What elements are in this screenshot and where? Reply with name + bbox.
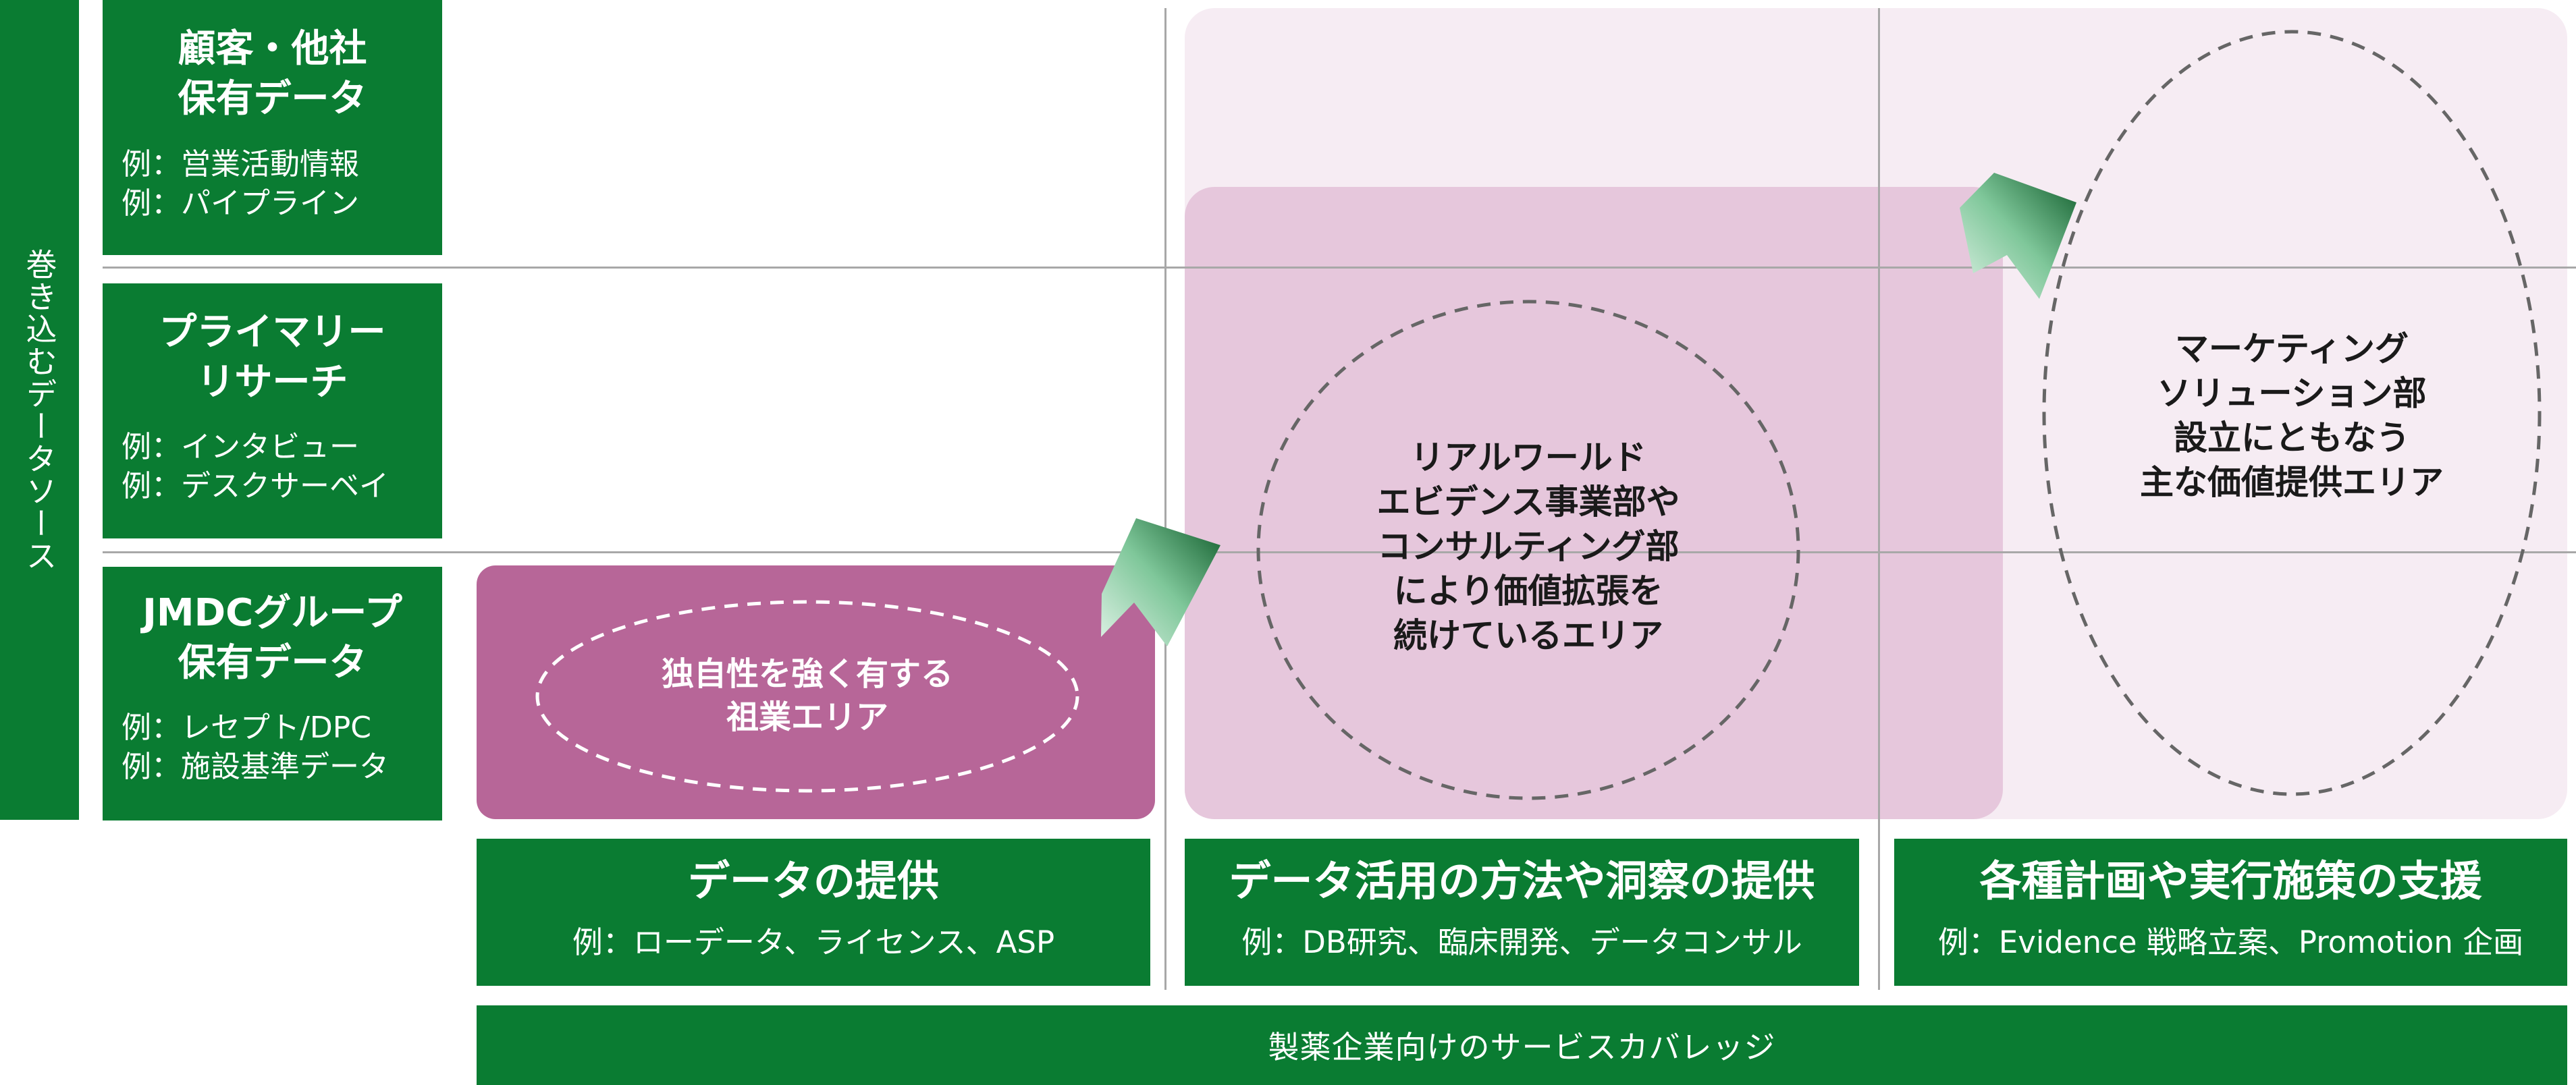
arrow-rwe-to-marketing-icon — [1960, 173, 2076, 299]
marketing-dashed-ellipse — [2042, 30, 2542, 796]
source-example: 例：施設基準データ — [122, 750, 389, 784]
source-examples: 例：レセプト/DPC 例：施設基準データ — [122, 708, 389, 787]
origin-area-line: 祖業エリア — [726, 698, 888, 736]
source-title-line: 保有データ — [178, 641, 367, 685]
marketing-area-line: ソリューション部 — [2157, 374, 2427, 413]
source-example: 例：デスクサーベイ — [122, 469, 389, 503]
grid-line-row-1 — [103, 267, 2576, 269]
origin-area-line: 独自性を強く有する — [661, 655, 953, 693]
source-examples: 例：インタビュー 例：デスクサーベイ — [122, 428, 389, 506]
source-example: 例：パイプライン — [122, 186, 359, 221]
service-coverage-label: 製薬企業向けのサービスカバレッジ — [1268, 1029, 1776, 1065]
marketing-area-line: マーケティング — [2175, 329, 2409, 368]
rwe-area-line: コンサルティング部 — [1377, 527, 1680, 566]
origin-dashed-ellipse — [535, 600, 1079, 793]
source-title-line: JMDCグループ — [142, 591, 402, 635]
origin-area-text: 独自性を強く有する 祖業エリア — [537, 652, 1077, 739]
service-card-data-provision: データの提供 例：ローデータ、ライセンス、ASP — [477, 839, 1150, 986]
data-source-vertical-label: 巻き込むデータソース — [21, 248, 58, 572]
rwe-area-line: により価値拡張を — [1393, 572, 1663, 611]
service-example: 例：DB研究、臨床開発、データコンサル — [1241, 924, 1802, 960]
source-example: 例：レセプト/DPC — [122, 711, 371, 745]
rwe-area-line: リアルワールド — [1410, 438, 1646, 477]
marketing-area-text: マーケティング ソリューション部 設立にともなう 主な価値提供エリア — [2062, 327, 2521, 505]
source-title: プライマリー リサーチ — [103, 308, 442, 408]
rwe-area-text: リアルワールド エビデンス事業部や コンサルティング部 により価値拡張を 続けて… — [1258, 435, 1798, 658]
marketing-area-line: 設立にともなう — [2174, 418, 2410, 457]
rwe-area-line: エビデンス事業部や — [1376, 482, 1680, 522]
rwe-area-line: 続けているエリア — [1393, 616, 1663, 655]
arrow-origin-to-rwe-icon — [1101, 518, 1220, 646]
marketing-area-line: 主な価値提供エリア — [2140, 463, 2444, 502]
source-title-line: リサーチ — [196, 360, 348, 404]
service-card-insight-provision: データ活用の方法や洞察の提供 例：DB研究、臨床開発、データコンサル — [1185, 839, 1859, 986]
grid-line-col-2 — [1878, 8, 1880, 990]
grid-line-col-1 — [1164, 8, 1166, 990]
service-title: データの提供 — [687, 856, 939, 906]
source-examples: 例：営業活動情報 例：パイプライン — [122, 145, 359, 223]
grid-line-row-2 — [103, 551, 2576, 553]
source-title-line: 顧客・他社 — [178, 27, 367, 71]
source-card-jmdc-data: JMDCグループ 保有データ 例：レセプト/DPC 例：施設基準データ — [103, 567, 442, 820]
source-example: 例：営業活動情報 — [122, 147, 359, 182]
data-source-vertical-bar: 巻き込むデータソース — [0, 0, 79, 820]
service-example: 例：ローデータ、ライセンス、ASP — [572, 924, 1055, 960]
source-title: JMDCグループ 保有データ — [103, 588, 442, 688]
source-example: 例：インタビュー — [122, 430, 359, 464]
rwe-dashed-ellipse — [1256, 300, 1800, 800]
source-title: 顧客・他社 保有データ — [103, 24, 442, 124]
source-card-primary-research: プライマリー リサーチ 例：インタビュー 例：デスクサーベイ — [103, 283, 442, 538]
source-title-line: 保有データ — [178, 77, 367, 121]
rwe-area-background — [1185, 187, 2003, 819]
service-coverage-bar: 製薬企業向けのサービスカバレッジ — [477, 1005, 2567, 1085]
source-card-customer-data: 顧客・他社 保有データ 例：営業活動情報 例：パイプライン — [103, 0, 442, 255]
service-title: データ活用の方法や洞察の提供 — [1229, 856, 1815, 906]
origin-area-background — [477, 565, 1155, 819]
source-title-line: プライマリー — [159, 310, 386, 354]
service-example: 例：Evidence 戦略立案、Promotion 企画 — [1937, 924, 2524, 960]
service-title: 各種計画や実行施策の支援 — [1979, 856, 2482, 906]
service-card-execution-support: 各種計画や実行施策の支援 例：Evidence 戦略立案、Promotion 企… — [1894, 839, 2567, 986]
